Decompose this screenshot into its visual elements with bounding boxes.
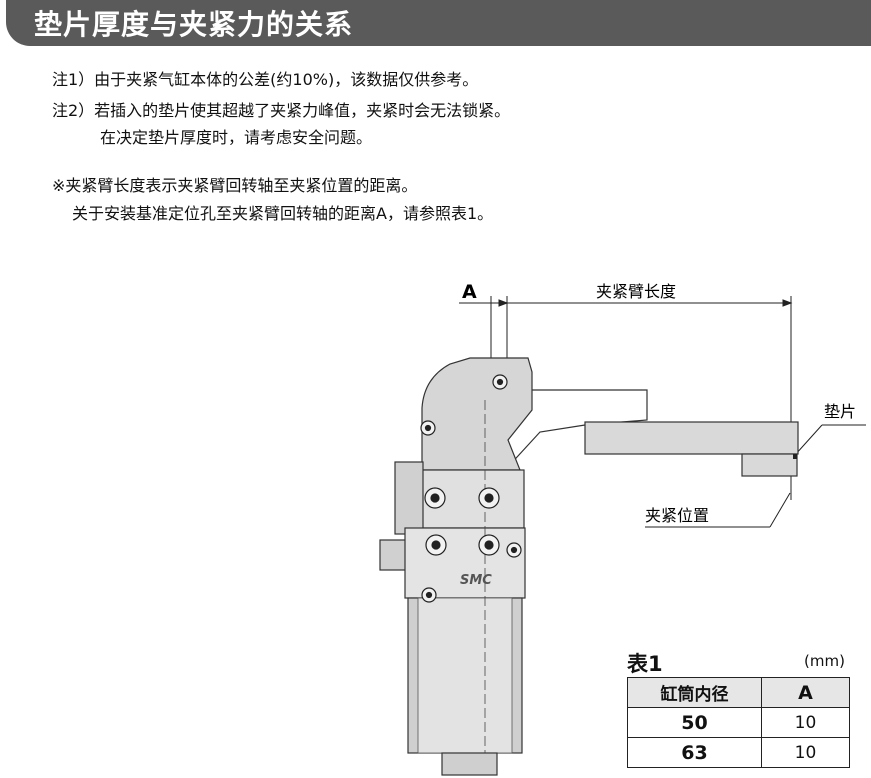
clamp-body xyxy=(379,357,533,776)
table-row: 63 10 xyxy=(627,737,850,768)
cell-a-value: 10 xyxy=(761,737,850,768)
shim-label: 垫片 xyxy=(824,402,856,421)
section-header-bar: 垫片厚度与夹紧力的关系 xyxy=(6,0,871,46)
bore-size-table: 缸筒内径 A 50 10 63 10 xyxy=(627,677,850,768)
table-title: 表1 xyxy=(627,652,663,676)
smc-logo: SMC xyxy=(460,573,492,588)
section-title: 垫片厚度与夹紧力的关系 xyxy=(34,8,354,41)
shim-piece xyxy=(793,454,797,459)
shim-leader xyxy=(794,424,866,456)
clamp-position-leader xyxy=(645,492,791,528)
cell-bore-size: 63 xyxy=(627,737,762,768)
note-2-continued: 在决定垫片厚度时，请考虑安全问题。 xyxy=(100,128,373,147)
note-3: ※夹紧臂长度表示夹紧臂回转轴至夹紧位置的距离。 xyxy=(52,176,418,195)
note-1: 注1）由于夹紧气缸本体的公差(约10%)，该数据仅供参考。 xyxy=(52,70,479,89)
cell-bore-size: 50 xyxy=(627,707,762,738)
header-bore-size: 缸筒内径 xyxy=(627,677,762,708)
header-a: A xyxy=(761,677,850,708)
clamp-position-label: 夹紧位置 xyxy=(645,506,709,525)
table-header-row: 缸筒内径 A xyxy=(627,677,850,708)
cell-a-value: 10 xyxy=(761,707,850,738)
table-row: 50 10 xyxy=(627,707,850,738)
note-2: 注2）若插入的垫片使其超越了夹紧力峰值，夹紧时会无法锁紧。 xyxy=(52,101,511,120)
arm-length-label: 夹紧臂长度 xyxy=(596,282,676,301)
bolt-icons xyxy=(420,374,522,603)
dimension-a-label: A xyxy=(462,281,477,303)
table-unit: (mm) xyxy=(804,652,845,670)
note-3-continued: 关于安装基准定位孔至夹紧臂回转轴的距离A，请参照表1。 xyxy=(72,204,494,223)
